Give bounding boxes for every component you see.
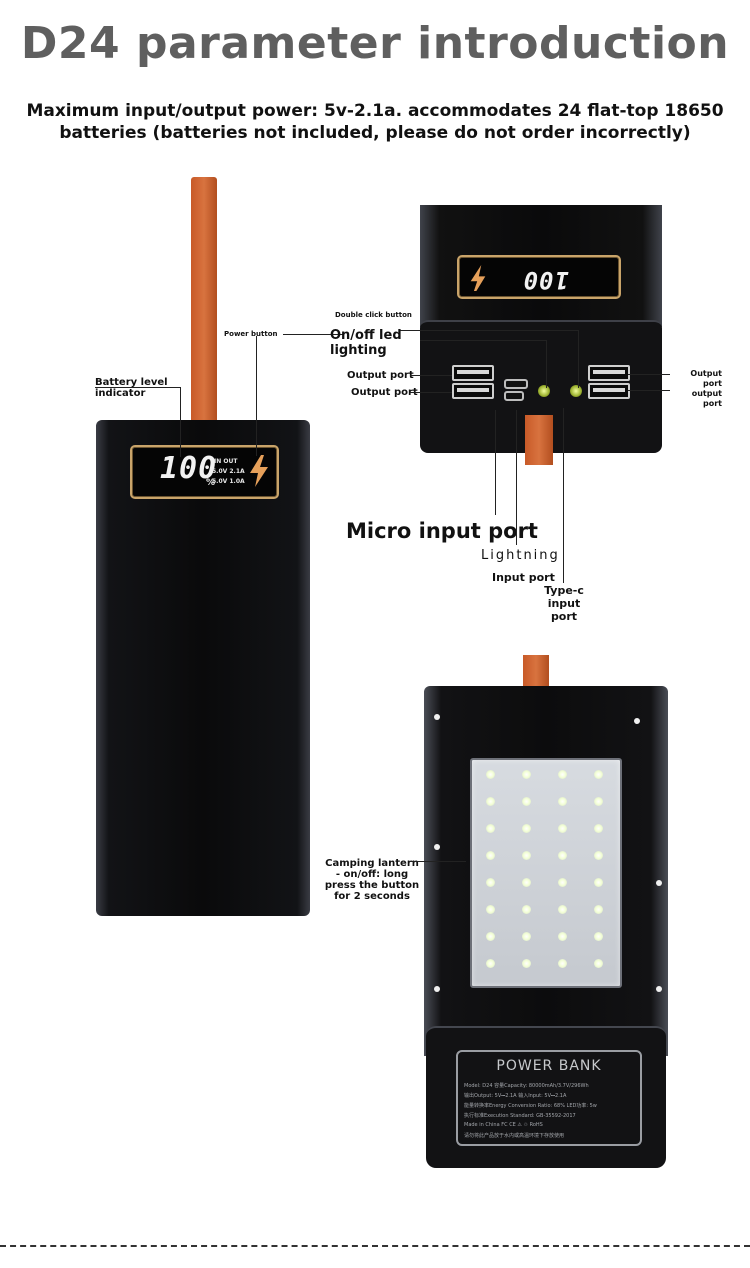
led-dot — [558, 824, 567, 833]
led-dot — [558, 878, 567, 887]
typec-input-label: Type-c input port — [544, 584, 584, 623]
led-dot — [558, 797, 567, 806]
led-dot — [522, 797, 531, 806]
in-out-label: IN OUT — [214, 458, 238, 465]
plate-line: Model: D24 容量Capacity: 80000mAh/3.7V/296… — [464, 1083, 589, 1089]
led-dot — [594, 878, 603, 887]
page-subtitle: Maximum input/output power: 5v-2.1a. acc… — [26, 101, 724, 143]
onoff-led-label: On/off led lighting — [330, 328, 402, 358]
plate-line: 请勿将此产品放于水内或高温环境下存放使用 — [464, 1133, 565, 1139]
led-dot — [594, 959, 603, 968]
top-display-digits: 100 — [522, 266, 569, 294]
plate-line: Made in China FC CE ⚠ ♲ RoHS — [464, 1122, 543, 1128]
product-label-plate: POWER BANK Model: D24 容量Capacity: 80000m… — [456, 1050, 642, 1146]
page-title: D24 parameter introduction — [20, 18, 730, 69]
camping-lantern-label: Camping lantern - on/off: long press the… — [324, 858, 420, 902]
led-dot — [594, 905, 603, 914]
power-bank-body — [96, 420, 310, 916]
led-indicator-left — [538, 385, 550, 397]
led-dot — [486, 797, 495, 806]
screw-dot — [634, 718, 640, 724]
led-dot — [558, 932, 567, 941]
output-port-label-1: Output port — [347, 370, 414, 381]
output-spec-1: 5.0V 2.1A — [212, 468, 245, 475]
led-dot — [486, 851, 495, 860]
output-port-label-2: Output port — [351, 387, 418, 398]
led-dot — [486, 905, 495, 914]
led-dot — [522, 905, 531, 914]
top-lightning-bolt-icon — [470, 265, 486, 291]
led-dot — [522, 851, 531, 860]
screw-dot — [434, 714, 440, 720]
usb-output-port-1 — [452, 365, 494, 381]
led-dot — [558, 770, 567, 779]
lightning-input-port — [504, 391, 524, 401]
led-dot — [486, 932, 495, 941]
output-spec-2: 5.0V 1.0A — [212, 478, 245, 485]
usb-output-port-2 — [452, 383, 494, 399]
screw-dot — [434, 986, 440, 992]
led-dot — [486, 770, 495, 779]
battery-level-label: Battery level indicator — [95, 377, 168, 399]
plate-line: 执行标准Execution Standard: GB-35592-2017 — [464, 1113, 576, 1119]
top-end-view: 100 — [420, 205, 662, 465]
double-click-label: Double click button — [335, 311, 412, 319]
digital-display: 100 % IN OUT 5.0V 2.1A 5.0V 1.0A — [130, 445, 279, 499]
led-dot — [558, 959, 567, 968]
top-display: 100 — [457, 255, 621, 299]
plate-line: 输出Output: 5V⎓2.1A 输入Input: 5V⎓2.1A — [464, 1093, 567, 1099]
lanyard-strap — [191, 177, 217, 423]
screw-dot — [656, 986, 662, 992]
percent-sign: % — [206, 478, 216, 488]
led-dot — [594, 932, 603, 941]
dashed-divider — [0, 1245, 750, 1247]
led-dot — [594, 851, 603, 860]
usb-output-port-3 — [588, 365, 630, 381]
led-dot — [522, 824, 531, 833]
output-port-label-right: Output port output port — [690, 369, 722, 408]
power-button-label: Power button — [224, 330, 278, 338]
led-dot — [522, 932, 531, 941]
led-dot — [486, 959, 495, 968]
micro-input-label: Micro input port — [346, 519, 538, 543]
led-dot — [486, 824, 495, 833]
lantern-view: POWER BANK Model: D24 容量Capacity: 80000m… — [424, 686, 668, 1168]
led-dot — [558, 851, 567, 860]
battery-percent: 100 — [160, 451, 218, 486]
usb-output-port-4 — [588, 383, 630, 399]
lightning-label: Lightning — [481, 548, 560, 563]
led-dot — [558, 905, 567, 914]
led-dot — [594, 770, 603, 779]
led-dot — [522, 770, 531, 779]
lantern-lanyard-strap — [523, 655, 549, 689]
label-endcap: POWER BANK Model: D24 容量Capacity: 80000m… — [426, 1026, 666, 1168]
led-lamp-panel — [470, 758, 622, 988]
screw-dot — [656, 880, 662, 886]
top-lanyard-strap — [525, 415, 553, 465]
led-dot — [486, 878, 495, 887]
plate-line: 能量转换率Energy Conversion Ratio: 68% LED功率:… — [464, 1103, 597, 1109]
input-port-label: Input port — [492, 571, 555, 584]
micro-input-port — [504, 379, 528, 389]
led-dot — [522, 878, 531, 887]
led-dot — [594, 797, 603, 806]
plate-title: POWER BANK — [496, 1058, 602, 1074]
screw-dot — [434, 844, 440, 850]
led-indicator-right — [570, 385, 582, 397]
lightning-bolt-icon — [250, 455, 268, 487]
led-dot — [594, 824, 603, 833]
led-dot — [522, 959, 531, 968]
